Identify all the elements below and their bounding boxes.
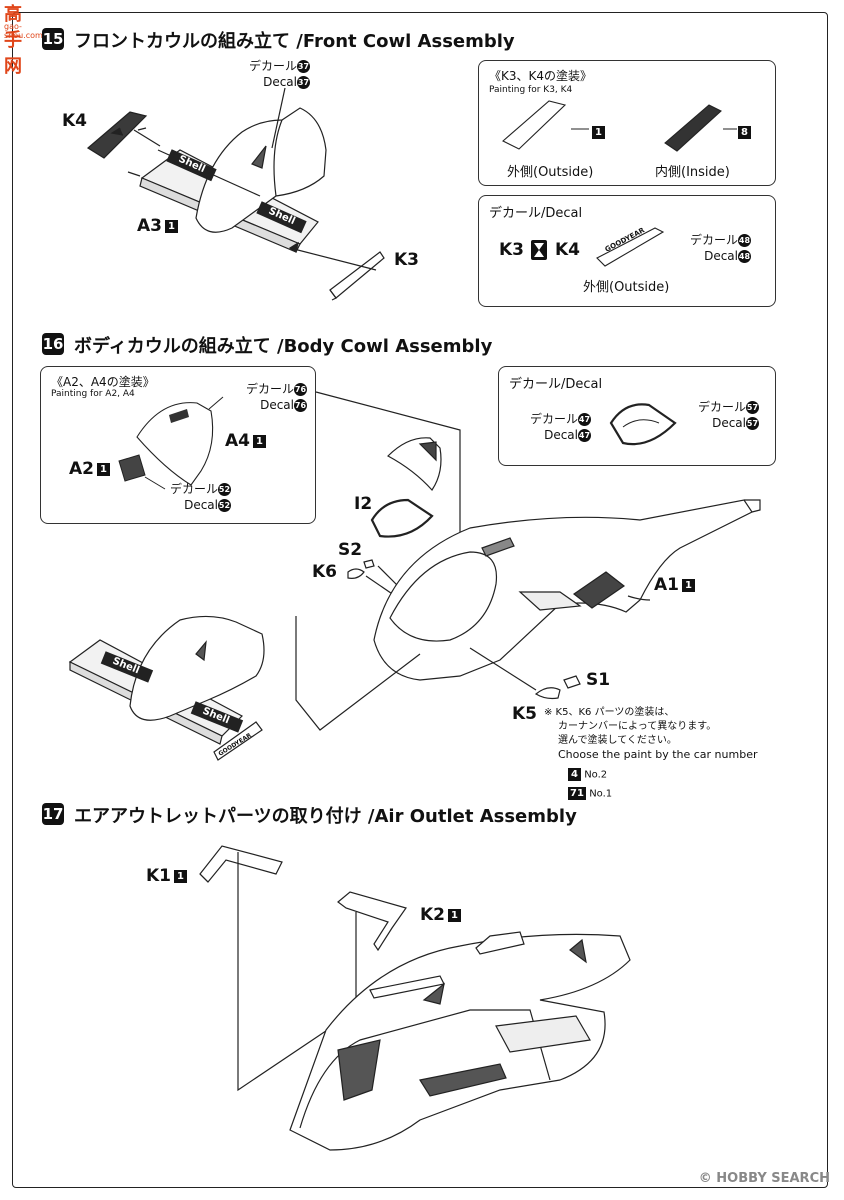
note-jp-line-2: カーナンバーによって異なります。	[558, 721, 717, 732]
watermark-logo: 高手网	[4, 4, 22, 77]
note-option-no2: 4 No.2	[544, 768, 758, 783]
note-jp-line-3: 選んで塗装してください。	[558, 735, 677, 746]
step-16-title: ボディカウルの組み立て /Body Cowl Assembly	[74, 336, 493, 357]
decal-jp: デカール	[248, 59, 297, 73]
step-15-number: 15	[42, 28, 64, 50]
color-badge: 1	[165, 219, 178, 233]
part-label-i2: I2	[354, 494, 373, 514]
decal-52-callout: デカール52 Decal52	[169, 482, 231, 512]
decal-57-callout: デカール57 Decal57	[697, 400, 759, 430]
painting-box-k3-k4: 《K3、K4の塗装》 Painting for K3, K4 1 8 外側(Ou…	[478, 60, 776, 186]
decal-48-callout: デカール48 Decal48	[689, 233, 751, 263]
decal-k4-label: K4	[555, 240, 581, 260]
decal-box-title: デカール/Decal	[509, 377, 603, 392]
k5-k6-paint-note: ※ K5、K6 パーツの塗装は、 カーナンバーによって異なります。 選んで塗装し…	[544, 706, 758, 801]
inside-color-badge: 8	[735, 122, 751, 141]
step-17-number: 17	[42, 803, 64, 825]
decal-outside-label: 外側(Outside)	[583, 280, 670, 295]
step-15-decal-callout: デカール37 Decal37	[226, 58, 310, 90]
outside-label: 外側(Outside)	[507, 165, 594, 180]
part-label-k6: K6	[312, 562, 338, 582]
decal-box-k3-k4: デカール/Decal K3 K4 GOODYEAR デカール48 Decal48…	[478, 195, 776, 307]
decal-number-badge: 37	[297, 76, 310, 89]
part-label-s2: S2	[338, 540, 363, 560]
note-jp-line-1: ※ K5、K6 パーツの塗装は、	[544, 707, 675, 718]
step-15-title: フロントカウルの組み立て /Front Cowl Assembly	[74, 31, 515, 52]
part-label-k5: K5	[512, 704, 538, 724]
painting-box-subtitle: Painting for K3, K4	[489, 85, 573, 95]
step-16-number: 16	[42, 333, 64, 355]
step-17-title: エアアウトレットパーツの取り付け /Air Outlet Assembly	[74, 806, 577, 827]
watermark-url: gao-shou.com	[4, 22, 43, 40]
painting-box-a2-a4: 《A2、A4の塗装》 Painting for A2, A4 デカール76 De…	[40, 366, 316, 524]
part-label-k4: K4	[62, 111, 88, 131]
inside-label: 内側(Inside)	[655, 165, 730, 180]
i2-decal-illustration	[609, 403, 677, 446]
hourglass-icon	[531, 240, 547, 260]
decal-47-callout: デカール47 Decal47	[529, 412, 591, 442]
part-label-k3: K3	[394, 250, 420, 270]
decal-k3-label: K3	[499, 240, 525, 260]
decal-box-i2: デカール/Decal デカール47 Decal47 デカール57 Decal57	[498, 366, 776, 466]
painting-box-title: 《A2、A4の塗装》	[51, 375, 155, 389]
goodyear-plate-illustration	[596, 227, 665, 267]
decal-76-callout: デカール76 Decal76	[245, 382, 307, 412]
k3-k4-painting-illustration	[502, 100, 737, 152]
painting-box-title: 《K3、K4の塗装》	[489, 69, 593, 83]
part-label-s1: S1	[586, 670, 611, 690]
hobby-search-watermark: © HOBBY SEARCH	[698, 1171, 830, 1186]
note-option-no1: 71 No.1	[544, 786, 758, 802]
decal-number-badge: 37	[297, 60, 310, 73]
note-en-line: Choose the paint by the car number	[558, 748, 758, 761]
decal-en: Decal	[263, 75, 297, 89]
decal-box-title: デカール/Decal	[489, 206, 583, 221]
a2-a4-painting-illustration	[118, 396, 224, 490]
page-border	[12, 12, 828, 1188]
painting-box-subtitle: Painting for A2, A4	[51, 389, 135, 399]
outside-color-badge: 1	[589, 122, 605, 141]
